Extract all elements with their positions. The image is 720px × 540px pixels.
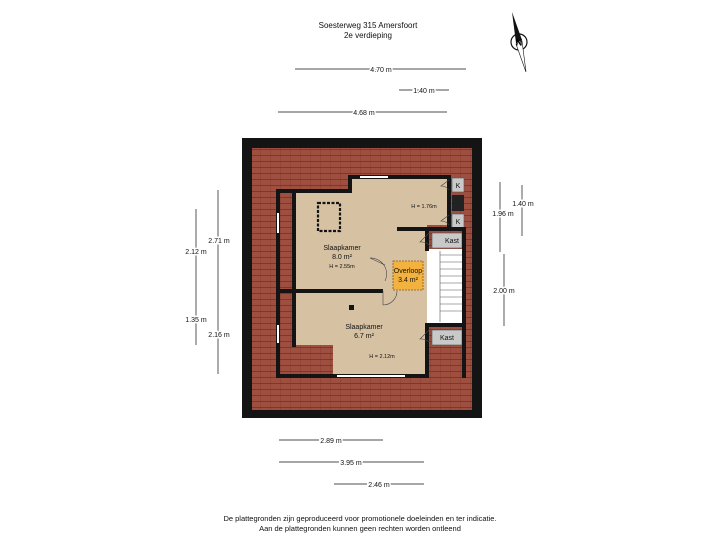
- dim-left-outer-bottom: 1.35 m: [185, 317, 207, 324]
- dim-top-total: 4.70 m: [370, 67, 392, 74]
- chimney: [452, 195, 464, 211]
- windows: [277, 176, 405, 377]
- floor-subtitle: 2e verdieping: [343, 31, 393, 40]
- compass-label: N: [516, 38, 523, 48]
- door-bedroom2: [382, 290, 398, 306]
- kast-top-label: Kast: [445, 238, 459, 245]
- upper-right-height: H = 1.76m: [411, 204, 437, 210]
- k-bottom-label: K: [456, 219, 461, 226]
- bedroom-2-height: H = 2.12m: [369, 354, 395, 360]
- disclaimer: De plattegronden zijn geproduceerd voor …: [0, 514, 720, 534]
- compass-needle: [512, 12, 522, 43]
- door-kast-top: [419, 232, 430, 246]
- address-title: Soesterweg 315 Amersfoort: [318, 21, 418, 30]
- landing-name: Overloop: [394, 268, 423, 275]
- k-top-label: K: [456, 183, 461, 190]
- smoke-detector-icon: [349, 305, 354, 310]
- bedroom-1-area: 8.0 m²: [332, 254, 353, 261]
- plan-title: Soesterweg 315 Amersfoort 2e verdieping: [0, 21, 720, 41]
- stairwell: [427, 249, 464, 325]
- dim-bottom-2: 3.95 m: [340, 460, 362, 467]
- dim-left-outer-top: 2.12 m: [185, 249, 207, 256]
- dim-right-bottom: 2.00 m: [493, 288, 515, 295]
- bedroom-1-height: H = 2.55m: [329, 264, 355, 270]
- dim-right-outer-top: 1.40 m: [512, 201, 534, 208]
- dim-bottom-3: 2.46 m: [368, 482, 390, 489]
- door-k-bottom: [440, 214, 450, 226]
- skylight: [316, 201, 342, 233]
- door-kast-bottom: [419, 329, 430, 343]
- dimension-labels: 4.70 m 1.40 m 4.68 m 2.12 m 1.35 m 2.71 …: [184, 66, 536, 491]
- compass: N: [510, 12, 528, 73]
- doors: [369, 179, 450, 343]
- bedroom-2-floor: [294, 291, 427, 376]
- dim-top-right: 1.40 m: [413, 88, 435, 95]
- staircase: [439, 251, 462, 322]
- landing-area: 3.4 m²: [398, 277, 419, 284]
- landing-floor: [392, 260, 424, 291]
- bedroom-2-name: Slaapkamer: [345, 324, 383, 331]
- upper-right-room-floor: [399, 177, 449, 225]
- wall-outer-top: [276, 175, 451, 193]
- bedroom-2-area: 6.7 m²: [354, 333, 375, 340]
- dim-right-inner-top: 1.96 m: [492, 211, 514, 218]
- wall-outer-left: [276, 189, 335, 378]
- disclaimer-line-2: Aan de plattegronden kunnen geen rechten…: [259, 524, 461, 533]
- k-top: [451, 177, 465, 193]
- dim-bottom-1: 2.89 m: [320, 438, 342, 445]
- disclaimer-line-1: De plattegronden zijn geproduceerd voor …: [223, 514, 497, 523]
- dim-left-inner-top: 2.71 m: [208, 238, 230, 245]
- door-k-top: [440, 179, 450, 191]
- interior: [294, 177, 465, 376]
- dimension-lines: [195, 68, 523, 485]
- dim-top-inner: 4.68 m: [353, 110, 375, 117]
- dim-left-inner-bottom: 2.16 m: [208, 332, 230, 339]
- compass-tail: [515, 40, 527, 73]
- kast-bottom-label: Kast: [440, 335, 454, 342]
- door-bedroom1: [369, 257, 387, 282]
- room-labels: Slaapkamer 8.0 m² H = 2.55m Slaapkamer 6…: [323, 183, 460, 360]
- bedroom-1-name: Slaapkamer: [323, 245, 361, 252]
